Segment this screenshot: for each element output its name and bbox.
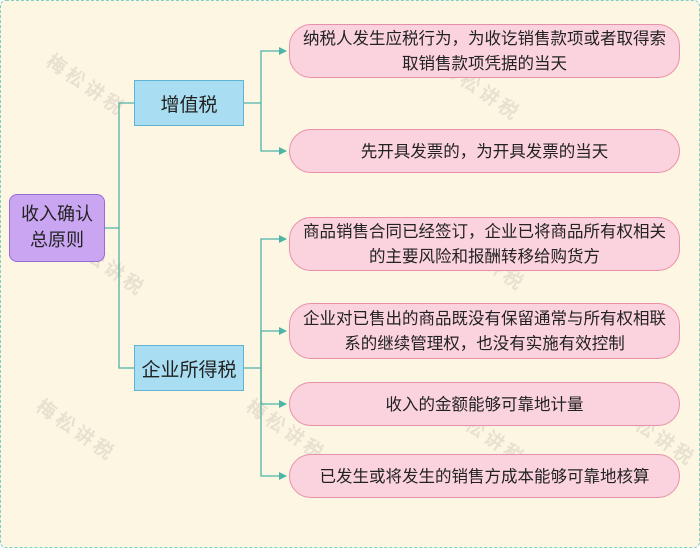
branch-label: 增值税 bbox=[160, 93, 218, 116]
leaf-label: 企业对已售出的商品既没有保留通常与所有权相联系的继续管理权，也没有实施有效控制 bbox=[303, 309, 666, 353]
leaf-label: 收入的金额能够可靠地计量 bbox=[385, 394, 584, 414]
connector-cit-leaf-1 bbox=[260, 235, 287, 368]
connector-cit-leaf-3 bbox=[260, 368, 287, 408]
branch-node-cit: 企业所得税 bbox=[134, 345, 244, 391]
leaf-node: 收入的金额能够可靠地计量 bbox=[289, 382, 680, 426]
leaf-label: 商品销售合同已经签订，企业已将商品所有权相关的主要风险和报酬转移给购货方 bbox=[303, 222, 666, 266]
leaf-node: 先开具发票的，为开具发票的当天 bbox=[289, 129, 680, 173]
connector-cit-leaf-4 bbox=[260, 368, 287, 480]
root-node: 收入确认总原则 bbox=[9, 194, 105, 262]
connector-root-to-cit bbox=[118, 228, 134, 369]
leaf-node: 纳税人发生应税行为，为收讫销售款项或者取得索取销售款项凭据的当天 bbox=[289, 24, 680, 78]
connector-vat-leaf-2 bbox=[260, 103, 287, 155]
connector-root-to-vat bbox=[105, 102, 134, 229]
branch-label: 企业所得税 bbox=[141, 358, 237, 381]
leaf-label: 纳税人发生应税行为，为收讫销售款项或者取得索取销售款项凭据的当天 bbox=[303, 29, 666, 73]
leaf-node: 商品销售合同已经签订，企业已将商品所有权相关的主要风险和报酬转移给购货方 bbox=[289, 217, 680, 271]
connector-vat-leaf-1 bbox=[260, 47, 287, 103]
root-label: 收入确认总原则 bbox=[21, 204, 93, 251]
leaf-node: 已发生或将发生的销售方成本能够可靠地核算 bbox=[289, 454, 680, 498]
leaf-label: 已发生或将发生的销售方成本能够可靠地核算 bbox=[319, 466, 650, 486]
branch-node-vat: 增值税 bbox=[134, 80, 244, 126]
connector-cit-leaf-2 bbox=[260, 327, 287, 368]
leaf-label: 先开具发票的，为开具发票的当天 bbox=[360, 141, 609, 161]
leaf-node: 企业对已售出的商品既没有保留通常与所有权相联系的继续管理权，也没有实施有效控制 bbox=[289, 303, 680, 359]
